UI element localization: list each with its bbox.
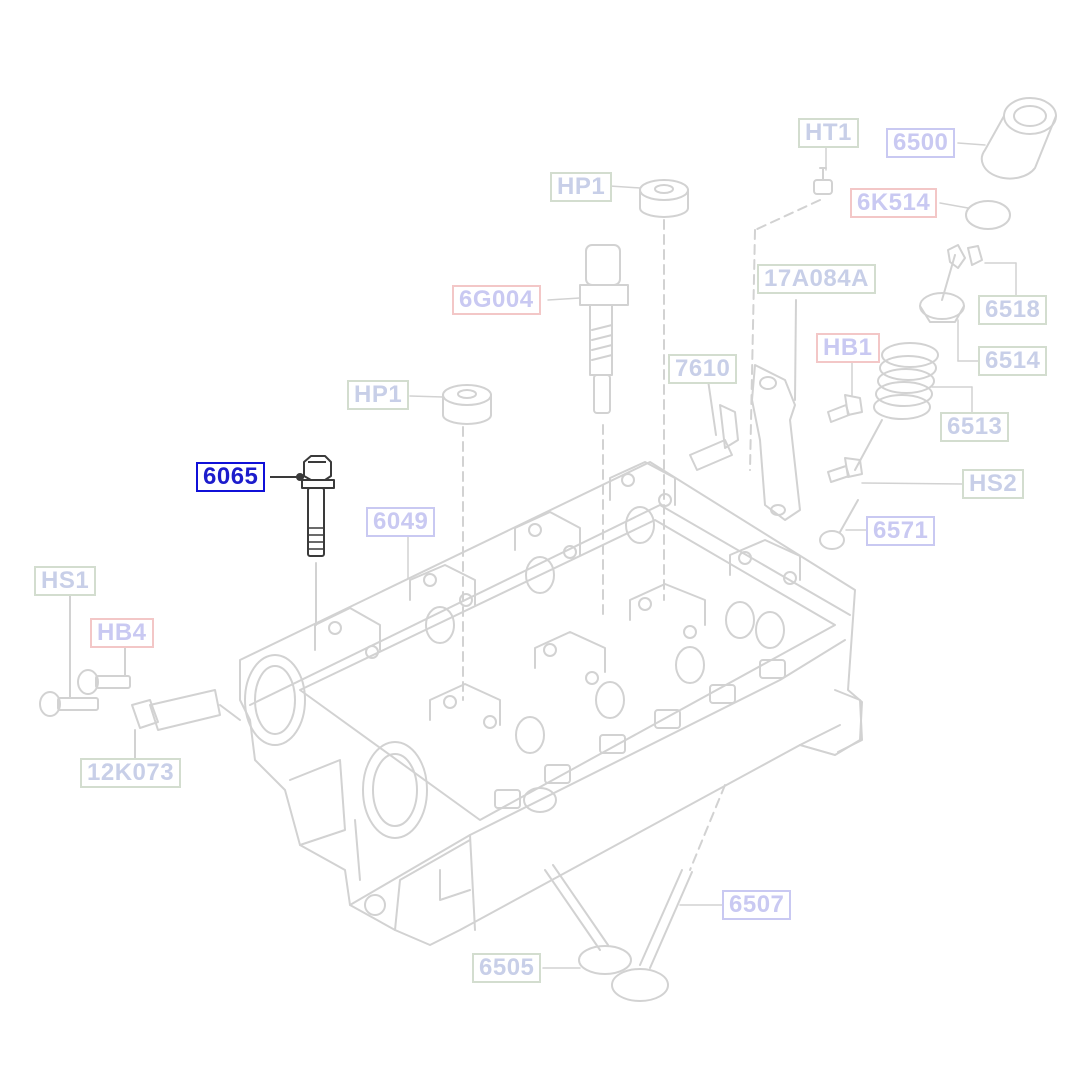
callout-hp1-lower[interactable]: HP1: [347, 380, 410, 410]
assembly-leader-lines: [462, 199, 821, 871]
valve-spring-keys: [947, 244, 983, 269]
callout-6g004[interactable]: 6G004: [452, 285, 541, 315]
camshaft-position-sensor: [579, 244, 629, 414]
callout-6k514[interactable]: 6K514: [850, 188, 938, 218]
callout-hb4[interactable]: HB4: [90, 618, 154, 648]
callout-ht1[interactable]: HT1: [798, 118, 859, 148]
hp1-plug-upper: [639, 179, 689, 218]
temperature-sensor: [689, 379, 739, 471]
valve-spring-retainer: [919, 254, 965, 323]
callout-6065[interactable]: 6065: [196, 462, 266, 492]
callout-6518[interactable]: 6518: [978, 295, 1048, 325]
hp1-plug-lower: [442, 384, 492, 425]
callout-hp1-upper[interactable]: HP1: [550, 172, 613, 202]
tappet: [980, 97, 1057, 180]
callout-6049[interactable]: 6049: [366, 507, 436, 537]
callout-hb1[interactable]: HB1: [816, 333, 880, 363]
callout-12k073[interactable]: 12K073: [80, 758, 182, 788]
callout-6500[interactable]: 6500: [886, 128, 956, 158]
tappet-shim: [965, 200, 1011, 230]
callout-7610[interactable]: 7610: [668, 354, 738, 384]
cylinder-head-bolt[interactable]: [270, 455, 335, 557]
callout-6507[interactable]: 6507: [722, 890, 792, 920]
intake-valve: [544, 864, 632, 975]
cylinder-head: [239, 461, 863, 946]
callout-6571[interactable]: 6571: [866, 516, 936, 546]
callout-6514[interactable]: 6514: [978, 346, 1048, 376]
callout-17a084a[interactable]: 17A084A: [757, 264, 876, 294]
callout-hs1[interactable]: HS1: [34, 566, 97, 596]
callout-6513[interactable]: 6513: [940, 412, 1010, 442]
hb1-bolt: [827, 394, 863, 423]
hs2-bolt: [827, 457, 863, 483]
bracket: [751, 299, 801, 521]
exhaust-valve: [611, 869, 693, 1002]
hs1-bolt: [39, 691, 99, 717]
callout-hs2[interactable]: HS2: [962, 469, 1025, 499]
ht1-threaded-plug: [813, 167, 833, 195]
valve-stem-seal: [819, 499, 859, 550]
hb4-bolt: [77, 669, 131, 695]
callout-leader-lines: [407, 142, 1017, 969]
knock-sensor: [131, 689, 241, 759]
callout-6505[interactable]: 6505: [472, 953, 542, 983]
